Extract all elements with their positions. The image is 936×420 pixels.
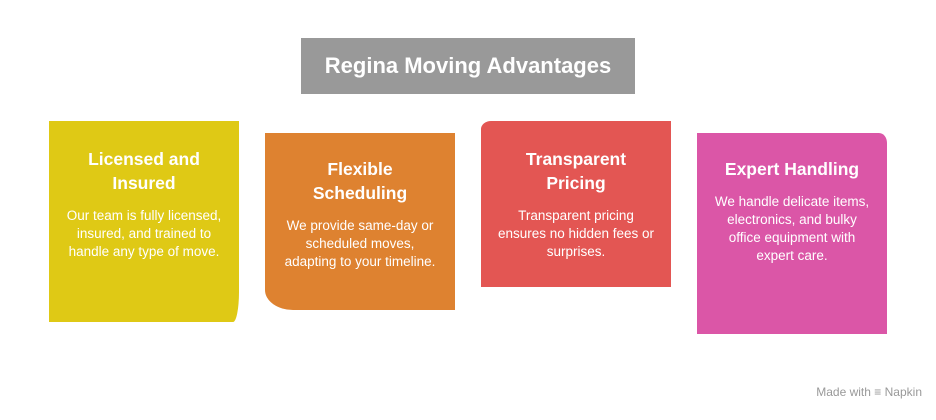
made-with-napkin: Made with ≡ Napkin	[816, 385, 922, 399]
diagram-title: Regina Moving Advantages	[301, 38, 635, 94]
napkin-logo-icon: ≡	[874, 385, 882, 399]
card-flexible-scheduling: Flexible Scheduling We provide same-day …	[265, 133, 455, 310]
card-title: Flexible Scheduling	[312, 159, 408, 203]
card-expert-handling: Expert Handling We handle delicate items…	[697, 133, 887, 334]
card-title: Licensed and Insured	[88, 149, 200, 193]
card-text: Our team is fully licensed, insured, and…	[66, 208, 222, 259]
card-licensed-insured: Licensed and Insured Our team is fully l…	[49, 121, 239, 322]
card-text: Transparent pricing ensures no hidden fe…	[497, 208, 655, 259]
card-text: We provide same-day or scheduled moves, …	[284, 218, 436, 269]
card-title: Transparent Pricing	[525, 149, 627, 193]
made-with-label: Made with	[816, 385, 871, 399]
card-transparent-pricing: Transparent Pricing Transparent pricing …	[481, 121, 671, 287]
card-title: Expert Handling	[724, 159, 860, 179]
card-text: We handle delicate items, electronics, a…	[714, 194, 870, 263]
napkin-brand: Napkin	[884, 385, 922, 399]
